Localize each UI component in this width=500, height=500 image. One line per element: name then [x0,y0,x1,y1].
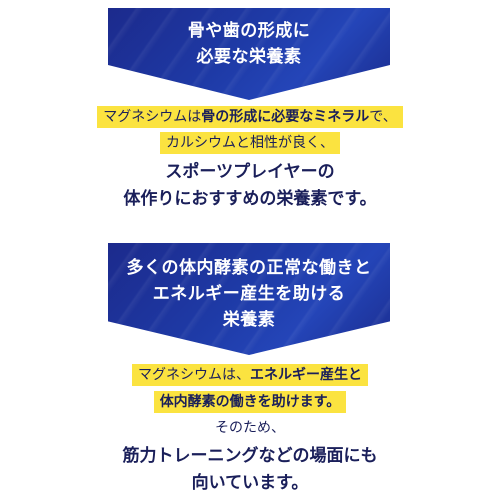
banner-enzymes-energy: 多くの体内酵素の正常な働きと エネルギー産生を助ける 栄養素 [108,243,390,355]
section-2-highlight-row-1: マグネシウムは、エネルギー産生と [0,364,500,386]
section-2-bold-line-1: 筋力トレーニングなどの場面にも [122,446,378,466]
highlight-text: 体内酵素の働きを助けます。 [153,391,347,413]
banner-bone-teeth: 骨や歯の形成に 必要な栄養素 [108,8,390,100]
banner-2-line-1: 多くの体内酵素の正常な働きと [126,258,372,278]
banner-2-line-3: 栄養素 [222,310,276,330]
highlight-text: マグネシウムは、エネルギー産生と [132,364,368,386]
highlight-text: カルシウムと相性が良く、 [160,132,340,154]
section-1-bold-line-1: スポーツプレイヤーの [165,162,335,182]
banner-1-line-2: 必要な栄養素 [196,47,302,67]
highlight-text-part: マグネシウムは [103,109,202,125]
section-1-highlight-row-2: カルシウムと相性が良く、 [0,132,500,154]
highlight-text-part: マグネシウムは、 [138,367,250,383]
section-2-highlight-row-2: 体内酵素の働きを助けます。 [0,391,500,413]
highlight-bold-text: 体内酵素の働きを助けます。 [159,394,341,410]
highlight-text-part: で、 [369,109,397,125]
section-2-bold-line-2: 向いています。 [191,473,309,493]
highlight-text: マグネシウムは骨の形成に必要なミネラルで、 [97,106,403,128]
section-2-plain-line: そのため、 [215,420,285,436]
banner-2-line-2: エネルギー産生を助ける [152,284,346,304]
section-1-highlight-row-1: マグネシウムは骨の形成に必要なミネラルで、 [0,106,500,128]
highlight-bold-text: 骨の形成に必要なミネラル [201,109,370,125]
section-1-bold-line-2: 体作りにおすすめの栄養素です。 [123,189,377,209]
highlight-bold-text: エネルギー産生と [250,367,362,383]
banner-1-line-1: 骨や歯の形成に [187,21,311,41]
